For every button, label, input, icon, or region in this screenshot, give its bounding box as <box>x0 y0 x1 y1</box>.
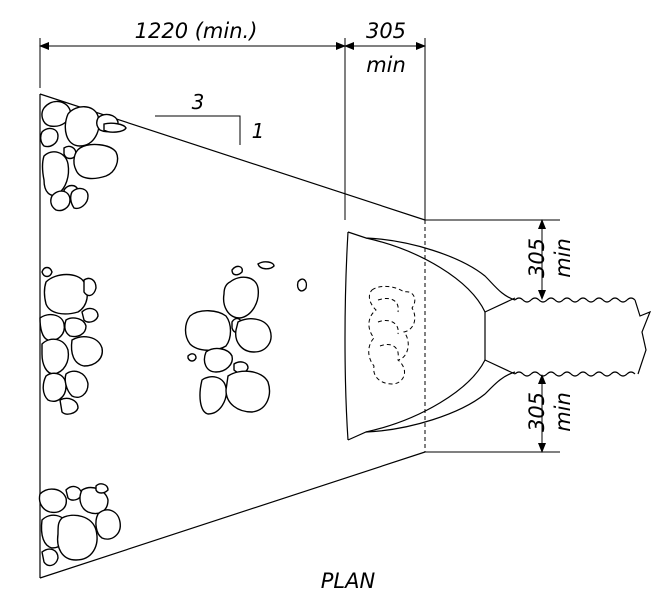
top-width-label: 305 <box>366 19 406 43</box>
upper-clearance-unit-label: min <box>551 238 575 278</box>
throat-lower-link <box>484 359 516 375</box>
end-section-upper-curve <box>365 237 486 313</box>
apron-bottom-edge <box>39 451 426 579</box>
end-section-upper-wing <box>347 231 516 301</box>
flared-end-section <box>344 231 516 441</box>
pipe-bottom-edge <box>514 371 636 377</box>
top-dimension: 1220 (min.) 305 min <box>39 19 426 220</box>
riprap-rocks-center <box>184 261 308 415</box>
apron-length-label: 1220 (min.) <box>135 19 258 43</box>
end-section-left-edge <box>344 231 349 441</box>
pipe-top-edge <box>514 297 636 303</box>
riprap-rocks-mid-left <box>39 266 103 415</box>
throat-upper-link <box>484 297 516 313</box>
right-dimensions: 305 min 305 min <box>425 219 575 453</box>
top-width-unit-label: min <box>366 53 406 77</box>
hidden-rock-cluster <box>368 285 416 385</box>
plan-caption: PLAN <box>321 569 376 593</box>
pipe-break-line <box>634 299 652 375</box>
hidden-rock-detail <box>377 298 399 359</box>
slope-rise-label: 1 <box>252 119 265 143</box>
end-section-lower-wing <box>347 371 516 441</box>
lower-clearance-unit-label: min <box>551 392 575 432</box>
upper-clearance-label: 305 <box>525 238 549 278</box>
lower-clearance-label: 305 <box>525 392 549 432</box>
riprap-rocks-top-left <box>39 100 127 212</box>
slope-triangle <box>155 115 241 145</box>
slope-indicator: 3 1 <box>155 90 264 145</box>
riprap-rocks-bottom-left <box>38 483 121 567</box>
pipe <box>514 297 652 377</box>
slope-run-label: 3 <box>192 90 205 114</box>
end-section-lower-curve <box>365 359 486 433</box>
